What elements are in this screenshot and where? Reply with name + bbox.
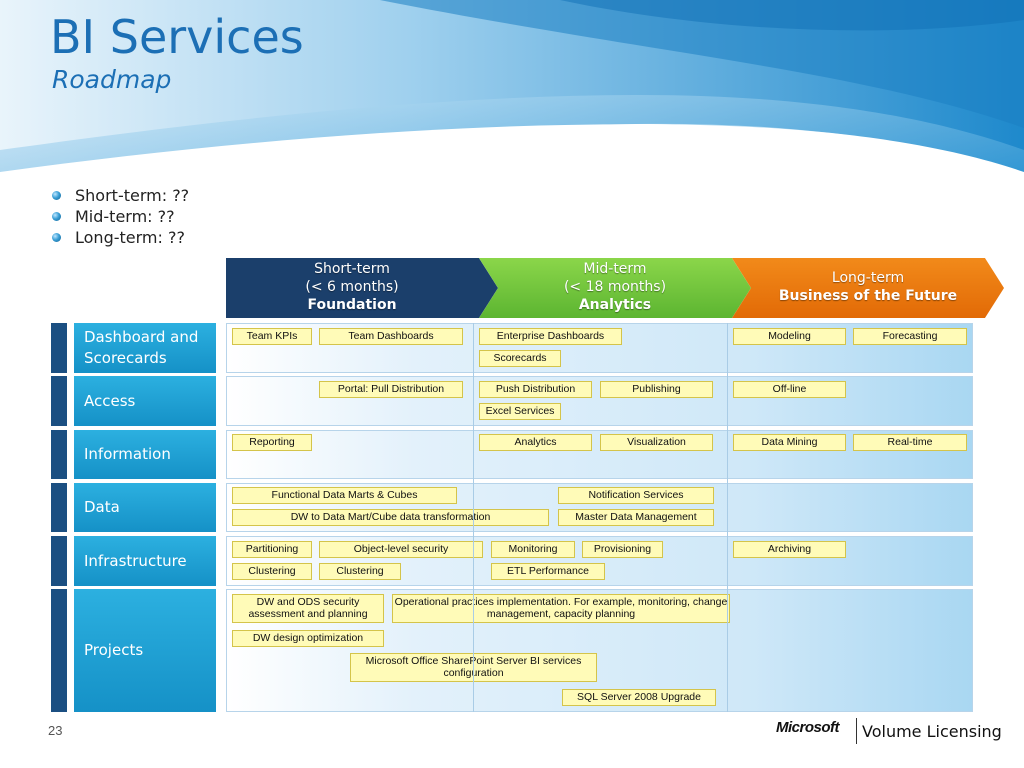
phase-long-term: Long-term Business of the Future: [732, 258, 1004, 318]
tag-monitoring: Monitoring: [491, 541, 575, 558]
tag-partitioning: Partitioning: [232, 541, 312, 558]
tag-archiving: Archiving: [733, 541, 846, 558]
row-marker: [51, 589, 67, 712]
phase-line2: (< 18 months): [563, 279, 667, 295]
row-label-infrastructure: Infrastructure: [74, 536, 216, 586]
slide-subtitle: Roadmap: [52, 65, 172, 94]
column-divider: [727, 323, 728, 712]
logo-divider: [856, 718, 857, 744]
tag-publishing: Publishing: [600, 381, 713, 398]
bullet-item: Long-term: ??: [50, 227, 189, 248]
slide-title: BI Services: [50, 10, 304, 64]
bullet-text: Mid-term: ??: [75, 207, 175, 226]
tag-clustering: Clustering: [319, 563, 401, 580]
tag-scorecards: Scorecards: [479, 350, 561, 367]
tag-data-mining: Data Mining: [733, 434, 846, 451]
tag-object-level-security: Object-level security: [319, 541, 483, 558]
tag-visualization: Visualization: [600, 434, 713, 451]
tag-portal-pull-distribution: Portal: Pull Distribution: [319, 381, 463, 398]
tag-off-line: Off-line: [733, 381, 846, 398]
row-marker: [51, 323, 67, 373]
tag-modeling: Modeling: [733, 328, 846, 345]
tag-reporting: Reporting: [232, 434, 312, 451]
tag-excel-services: Excel Services: [479, 403, 561, 420]
row-label-dashboard: Dashboard and Scorecards: [74, 323, 216, 373]
tag-dw-design-optimization: DW design optimization: [232, 630, 384, 647]
tag-etl-performance: ETL Performance: [491, 563, 605, 580]
phase-mid-term: Mid-term (< 18 months) Analytics: [479, 258, 751, 318]
row-label-projects: Projects: [74, 589, 216, 712]
tag-enterprise-dashboards: Enterprise Dashboards: [479, 328, 622, 345]
tag-dw-ods-security: DW and ODS security assessment and plann…: [232, 594, 384, 623]
bullet-text: Short-term: ??: [75, 186, 190, 205]
row-label-data: Data: [74, 483, 216, 532]
row-marker: [51, 483, 67, 532]
tag-functional-data-marts: Functional Data Marts & Cubes: [232, 487, 457, 504]
page-number: 23: [48, 723, 63, 738]
bullet-icon: [52, 233, 61, 242]
row-marker: [51, 536, 67, 586]
phase-short-term: Short-term (< 6 months) Foundation: [226, 258, 498, 318]
row-marker: [51, 376, 67, 426]
tag-team-dashboards: Team Dashboards: [319, 328, 463, 345]
row-marker: [51, 430, 67, 479]
header-background: [0, 0, 1024, 200]
row-label-access: Access: [74, 376, 216, 426]
bullet-item: Short-term: ??: [50, 185, 189, 206]
volume-licensing-label: Volume Licensing: [862, 722, 1002, 741]
tag-analytics: Analytics: [479, 434, 592, 451]
phase-line1: Short-term: [314, 261, 390, 277]
bullet-item: Mid-term: ??: [50, 206, 189, 227]
tag-clustering: Clustering: [232, 563, 312, 580]
bullet-icon: [52, 191, 61, 200]
column-divider: [473, 323, 474, 712]
row-area-information: [226, 430, 973, 479]
microsoft-logo: Microsoft: [776, 719, 840, 736]
tag-real-time: Real-time: [853, 434, 967, 451]
phase-line1: Long-term: [831, 270, 905, 286]
phase-line2: (< 6 months): [305, 279, 399, 295]
tag-sql-server-2008-upgrade: SQL Server 2008 Upgrade: [562, 689, 716, 706]
tag-master-data-management: Master Data Management: [558, 509, 714, 526]
tag-operational-practices: Operational practices implementation. Fo…: [392, 594, 730, 623]
tag-push-distribution: Push Distribution: [479, 381, 592, 398]
phase-name: Analytics: [578, 297, 652, 313]
phase-line1: Mid-term: [583, 261, 647, 277]
header-swoosh: [0, 0, 1024, 200]
bullet-list: Short-term: ?? Mid-term: ?? Long-term: ?…: [50, 185, 189, 248]
tag-team-kpis: Team KPIs: [232, 328, 312, 345]
tag-dw-to-data-mart: DW to Data Mart/Cube data transformation: [232, 509, 549, 526]
phase-name: Foundation: [307, 297, 397, 313]
tag-provisioning: Provisioning: [582, 541, 663, 558]
phase-name: Business of the Future: [778, 288, 958, 304]
row-label-information: Information: [74, 430, 216, 479]
bullet-text: Long-term: ??: [75, 228, 185, 247]
bullet-icon: [52, 212, 61, 221]
tag-forecasting: Forecasting: [853, 328, 967, 345]
tag-notification-services: Notification Services: [558, 487, 714, 504]
